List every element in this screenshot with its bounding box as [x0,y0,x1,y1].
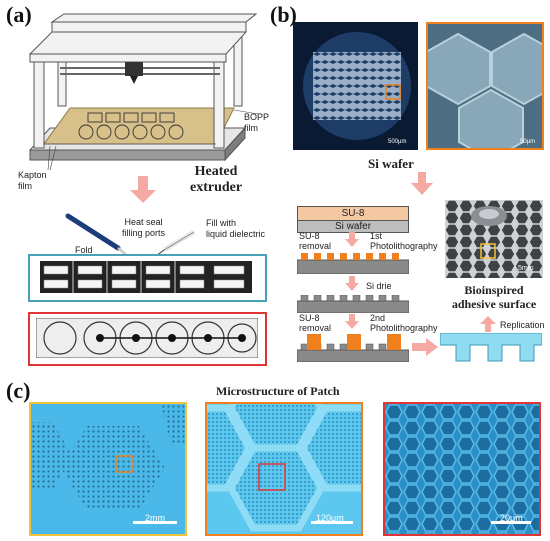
zoom-scale-label: 50μm [520,139,536,145]
process-step-2 [297,295,409,313]
heat-seal-label: Heat seal filling ports [122,217,166,238]
right-arrow-icon [412,338,438,356]
heated-extruder-label: Heated extruder [190,164,243,195]
si-drie-label: Si drie [366,281,392,291]
printer-illustration [28,13,259,171]
microstructure-photo-3 [383,402,541,536]
su8-layer: SU-8 [297,206,409,221]
tools-illustration [65,213,196,259]
microstructure-title: Microstructure of Patch [216,384,340,398]
down-arrow-icon [345,276,359,291]
fold-strip [40,261,252,293]
fill-dielectric-label: Fill with liquid dielectric [206,218,266,239]
photo-3-scale-label: 20μm [500,513,523,523]
replica-structure [440,333,542,362]
circles-strip [36,318,258,358]
down-arrow-icon [411,172,433,195]
photolithography-1: 1st Photolithography [370,231,438,251]
su8-removal-2: SU-8 removal [299,313,332,333]
down-arrow-icon [345,232,359,247]
wafer-scale-label: 500μm [388,139,407,145]
down-arrow-icon [130,176,156,203]
photo-1-pattern [31,404,185,534]
wafer-zoom-photo [425,22,550,162]
photo-2-pattern [207,404,361,534]
si-wafer-caption: Si wafer [368,156,414,171]
su8-removal-1: SU-8 removal [299,231,332,251]
photo-1-scale-label: 2mm [145,513,165,523]
down-arrow-icon [345,314,359,329]
adhesive-scale-label: 5mm [518,265,534,272]
bioinspired-label: Bioinspired adhesive surface [451,283,537,311]
up-arrow-icon [480,316,496,332]
photolithography-2: 2nd Photolithography [370,313,438,333]
replication-label: Replication [500,320,545,330]
microstructure-photo-2 [205,402,363,536]
fold-label: Fold [75,245,93,255]
process-step-1 [297,253,409,274]
hex-pattern [445,200,543,278]
adhesive-surface-photo [445,200,543,278]
process-step-3 [297,334,409,362]
panel-b-label: (b) [270,2,297,27]
microstructure-photo-1 [29,402,187,536]
panel-a-label: (a) [6,2,32,27]
kapton-film-label: Kapton film [18,170,47,191]
photo-3-pattern [385,404,539,534]
photo-2-scale-label: 120μm [316,513,344,523]
zoom-pattern [425,24,550,162]
bopp-film-label: BOPP film [244,112,270,133]
wafer-pattern [303,32,411,140]
panel-c-label: (c) [6,378,31,403]
si-wafer-photo [293,22,418,150]
